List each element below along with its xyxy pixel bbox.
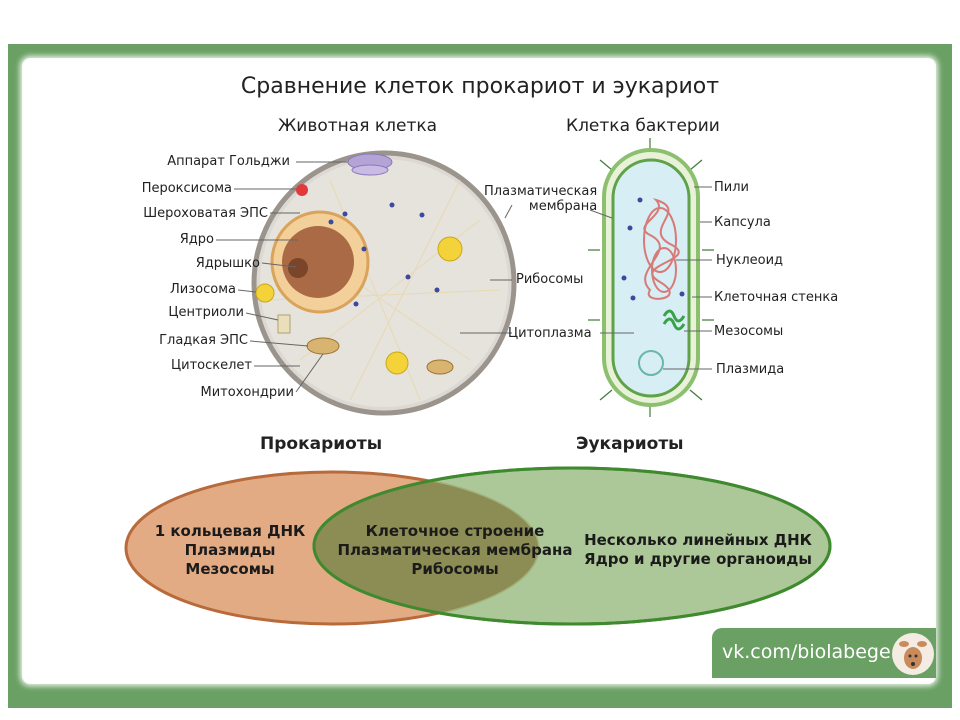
label-smooth-er: Гладкая ЭПС: [159, 333, 248, 348]
label-cytoskeleton: Цитоскелет: [171, 358, 252, 373]
venn-diagram: [124, 466, 832, 626]
mesosome-shape: [662, 309, 686, 331]
eukaryotes-heading: Эукариоты: [576, 434, 684, 454]
animal-cell-heading: Животная клетка: [278, 116, 438, 136]
animal-leader-lines: [216, 161, 513, 393]
label-mitochondria: Митохондрии: [200, 385, 294, 400]
deer-logo-icon: [892, 633, 934, 675]
label-mesosomes: Мезосомы: [714, 324, 784, 339]
shared-features-list: Клеточное строение Плазматическая мембра…: [330, 522, 580, 579]
label-nucleus: Ядро: [179, 232, 214, 247]
bacteria-leader-lines: [589, 186, 712, 370]
ribosome-dots: [328, 202, 440, 307]
venn-right-item: Несколько линейных ДНК: [584, 531, 812, 549]
label-peroxisome: Пероксисома: [141, 181, 232, 196]
mitochondrion-shape-2: [426, 359, 454, 375]
venn-center-item: Рибосомы: [411, 560, 499, 578]
label-pili: Пили: [714, 180, 749, 195]
page-title: Сравнение клеток прокариот и эукариот: [240, 74, 720, 99]
label-ribosomes: Рибосомы: [516, 272, 584, 287]
label-plasma-membrane: Плазматическая мембрана: [484, 184, 598, 214]
label-cell-wall: Клеточная стенка: [714, 290, 839, 305]
venn-right-item: Ядро и другие органоиды: [584, 550, 812, 568]
eukaryote-only-list: Несколько линейных ДНК Ядро и другие орг…: [580, 531, 816, 569]
prokaryotes-heading: Прокариоты: [260, 434, 383, 454]
venn-center-item: Плазматическая мембрана: [337, 541, 573, 559]
label-nucleolus: Ядрышко: [195, 256, 260, 271]
venn-left-item: 1 кольцевая ДНК: [154, 522, 306, 540]
centriole-shape: [277, 314, 291, 334]
vesicle-shape-2: [385, 351, 409, 375]
watermark-link[interactable]: vk.com/biolabege: [722, 641, 891, 663]
label-centrioles: Центриоли: [168, 305, 244, 320]
bacterial-cell-illustration: [588, 138, 714, 417]
nucleoid-shape: [643, 198, 680, 300]
cell-wall-shape: [611, 158, 691, 398]
nucleus-shape: [282, 226, 354, 298]
plasmid-shape: [638, 350, 664, 376]
bacteria-ribosome-dots: [621, 197, 685, 301]
overlap-region: [314, 472, 538, 624]
bacterial-cell-heading: Клетка бактерии: [566, 116, 720, 136]
venn-left-item: Мезосомы: [185, 560, 275, 578]
prokaryote-only-list: 1 кольцевая ДНК Плазмиды Мезосомы: [140, 522, 320, 579]
animal-cell-illustration: [216, 150, 517, 416]
label-plasmid: Плазмида: [716, 362, 785, 377]
label-rough-er: Шероховатая ЭПС: [143, 206, 268, 221]
label-capsule: Капсула: [714, 215, 771, 230]
label-golgi: Аппарат Гольджи: [167, 154, 290, 169]
mitochondrion-shape: [306, 337, 340, 355]
lysosome-shape: [255, 283, 275, 303]
vesicle-shape: [437, 236, 463, 262]
nucleolus-shape: [288, 258, 308, 278]
venn-left-item: Плазмиды: [184, 541, 276, 559]
venn-center-item: Клеточное строение: [365, 522, 545, 540]
label-cytoplasm: Цитоплазма: [508, 326, 592, 341]
peroxisome-shape: [296, 184, 308, 196]
pili-lines: [588, 138, 714, 417]
golgi-shape-2: [351, 164, 389, 176]
label-lysosome: Лизосома: [170, 282, 236, 297]
label-nucleoid: Нуклеоид: [716, 253, 784, 268]
